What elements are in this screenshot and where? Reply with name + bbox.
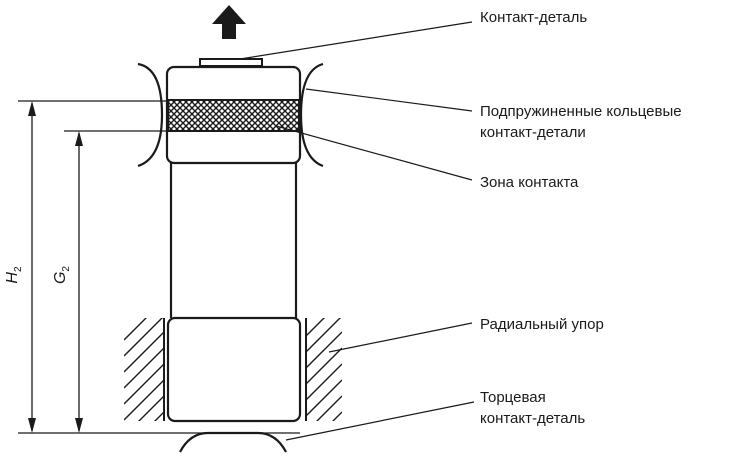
label-spring-contacts: Подпружиненные кольцевые контакт-детали [480,103,686,141]
left-radial-stop-wall [124,318,165,421]
g2-dimension-line [75,131,83,433]
arrow-up-icon [212,5,246,39]
leader-lines [239,21,475,441]
h2-dimension-line [28,101,36,433]
top-contact-part [199,58,263,67]
label-contact-zone: Зона контакта [480,174,579,191]
lower-cap [166,316,302,423]
label-contact-part: Контакт-деталь [480,9,587,26]
label-end-contact: Торцевая контакт-деталь [480,389,585,427]
dimension-reference-lines [18,100,300,434]
label-radial-stop: Радиальный упор [480,316,604,333]
left-spring-contact [137,62,164,168]
fuse-body [169,163,298,318]
h2-label: H2 [4,266,24,284]
g2-label: G2 [52,266,72,284]
right-spring-contact [299,62,324,168]
right-radial-stop-wall [305,318,342,421]
end-contact-part [179,431,287,453]
